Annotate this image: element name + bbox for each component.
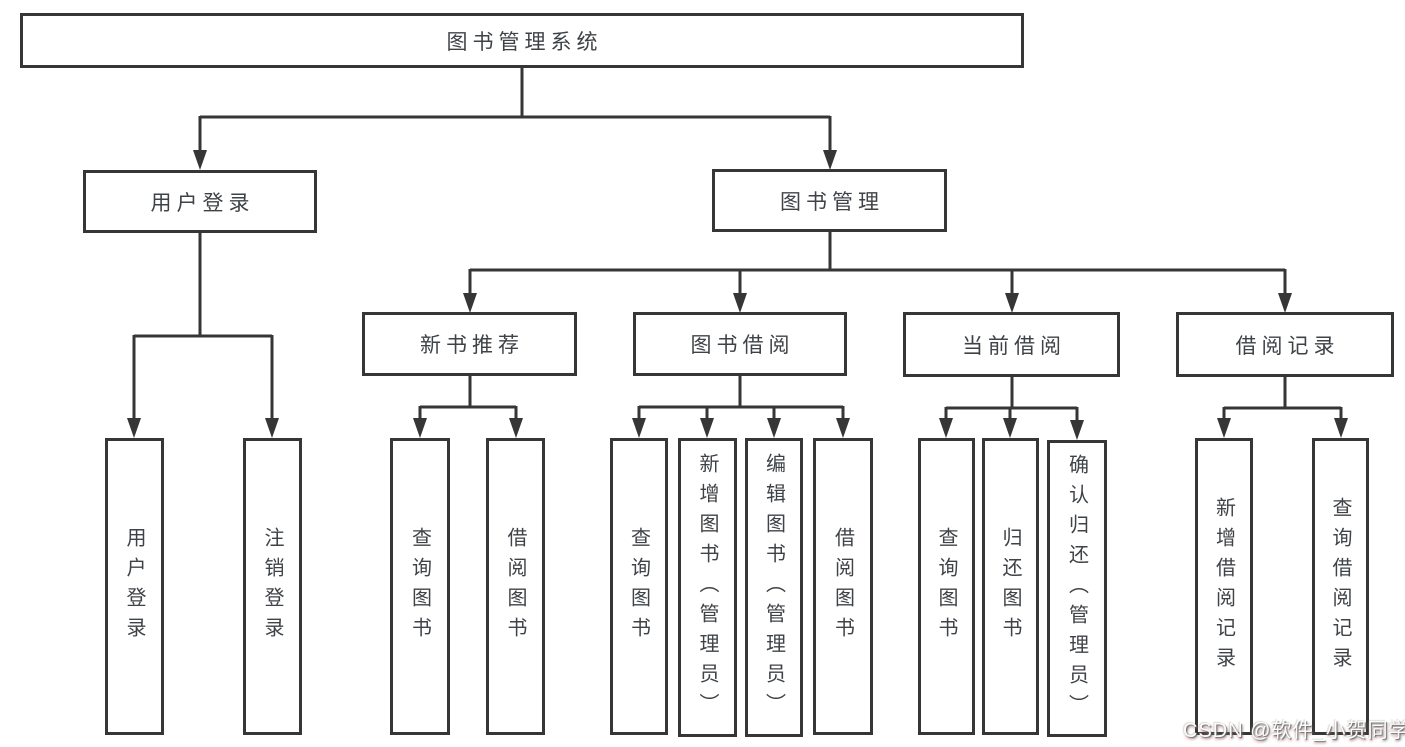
leaf-label: 用户登录 [123, 526, 145, 647]
leaf-confirm-return-admin: 确认归还（管理员） [1047, 440, 1107, 737]
node-library-management-system: 图书管理系统 [20, 13, 1024, 68]
leaf-add-borrow-record: 新增借阅记录 [1195, 438, 1253, 735]
leaf-label: 查询图书 [627, 526, 650, 647]
leaf-label: 借阅图书 [504, 526, 526, 647]
node-user-login: 用户登录 [83, 170, 317, 233]
csdn-watermark: CSDN @软件_小贺同学 [1183, 720, 1405, 742]
leaf-label: 编辑图书（管理员） [762, 452, 785, 723]
leaf-label: 归还图书 [999, 526, 1021, 647]
leaf-query-books: 查询图书 [390, 438, 450, 735]
leaf-label: 确认归还（管理员） [1065, 453, 1088, 724]
leaf-label: 查询借阅记录 [1329, 496, 1351, 677]
leaf-query-books: 查询图书 [610, 438, 668, 735]
leaf-label: 注销登录 [261, 526, 283, 647]
node-book-borrowing: 图书借阅 [633, 312, 847, 376]
leaf-add-books-admin: 新增图书（管理员） [678, 438, 737, 737]
node-book-management: 图书管理 [712, 169, 947, 232]
leaf-edit-books-admin: 编辑图书（管理员） [745, 438, 803, 737]
leaf-query-books: 查询图书 [918, 438, 975, 735]
leaf-query-borrow-record: 查询借阅记录 [1312, 438, 1369, 735]
leaf-label: 新增图书（管理员） [696, 452, 718, 723]
leaf-logout: 注销登录 [243, 438, 302, 735]
node-current-borrowing: 当前借阅 [903, 312, 1120, 377]
leaf-return-books: 归还图书 [982, 438, 1039, 735]
leaf-borrow-books: 借阅图书 [813, 438, 873, 735]
node-new-book-recommendation: 新书推荐 [362, 312, 577, 376]
leaf-label: 查询图书 [408, 526, 431, 647]
leaf-label: 借阅图书 [831, 526, 854, 647]
leaf-label: 查询图书 [935, 526, 957, 647]
leaf-user-login: 用户登录 [105, 438, 164, 735]
leaf-label: 新增借阅记录 [1212, 496, 1235, 677]
leaf-borrow-books: 借阅图书 [486, 438, 545, 735]
node-borrowing-records: 借阅记录 [1176, 312, 1394, 377]
